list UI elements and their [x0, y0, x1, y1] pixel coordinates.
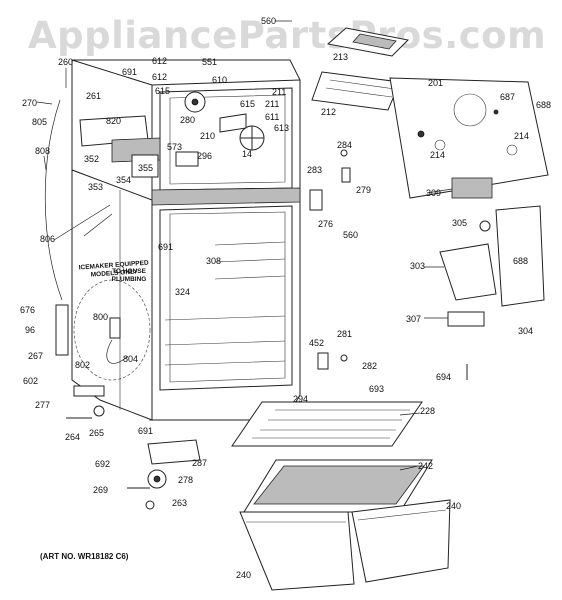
- part-label: 324: [175, 287, 191, 297]
- part-label: 688: [513, 256, 529, 266]
- part-label: 693: [369, 384, 385, 394]
- part-label: 242: [418, 461, 434, 471]
- rear-panel: [389, 77, 549, 199]
- part-label: 240: [446, 501, 462, 511]
- part-label: 611: [265, 112, 280, 122]
- part-label: 308: [206, 256, 222, 266]
- art-number: (ART NO. WR18182 C6): [40, 552, 129, 561]
- part-label: 676: [20, 305, 36, 315]
- part-label: 211: [265, 99, 280, 109]
- plumbing-note: TO HOUSE PLUMBING: [106, 268, 152, 283]
- part-label: 309: [426, 188, 442, 198]
- part-label: 96: [25, 325, 36, 335]
- part-label: 688: [536, 100, 552, 110]
- part-label: 452: [309, 338, 325, 348]
- part-label: 280: [180, 115, 196, 125]
- part-label: 303: [410, 261, 426, 271]
- part-label: 296: [197, 151, 213, 161]
- part-label: 820: [106, 116, 122, 126]
- part-label: 573: [167, 142, 183, 152]
- part-label: 279: [356, 185, 372, 195]
- part-label: 354: [116, 175, 132, 185]
- part-label: 282: [362, 361, 378, 371]
- part-label: 551: [202, 57, 218, 67]
- part-label: 240: [236, 570, 252, 580]
- part-label: 613: [274, 123, 290, 133]
- part-label: 602: [23, 376, 39, 386]
- part-label: 691: [122, 67, 138, 77]
- part-label: 283: [307, 165, 323, 175]
- part-label: 212: [321, 107, 337, 117]
- part-label: 560: [261, 16, 277, 26]
- part-label: 278: [178, 475, 194, 485]
- part-label: 294: [293, 394, 309, 404]
- part-label: 307: [406, 314, 422, 324]
- part-label: 264: [65, 432, 81, 442]
- part-label: 270: [22, 98, 38, 108]
- part-label: 352: [84, 154, 100, 164]
- part-label: 211: [272, 87, 287, 97]
- part-label: 560: [343, 230, 359, 240]
- part-label: 269: [93, 485, 109, 495]
- part-label: 261: [86, 91, 102, 101]
- part-label: 228: [420, 406, 436, 416]
- part-label: 284: [337, 140, 353, 150]
- part-label: 805: [32, 117, 48, 127]
- part-label: 265: [89, 428, 105, 438]
- part-label: 610: [212, 75, 228, 85]
- part-label: 260: [58, 57, 74, 67]
- part-label: 214: [430, 150, 446, 160]
- control-housing: [439, 177, 545, 327]
- hardware-small-parts: [55, 149, 468, 510]
- part-label: 615: [155, 86, 171, 96]
- part-label: 612: [152, 56, 168, 66]
- part-label: 213: [333, 52, 349, 62]
- top-cover-assembly: [311, 27, 410, 111]
- icemaker-assembly: [79, 115, 161, 178]
- part-label: 692: [95, 459, 111, 469]
- part-label: 214: [514, 131, 530, 141]
- part-label: 355: [138, 163, 154, 173]
- part-label: 694: [436, 372, 452, 382]
- plumbing-note-line2: PLUMBING: [111, 275, 147, 283]
- plumbing-note-line1: TO HOUSE: [112, 268, 146, 275]
- part-label: 808: [35, 146, 51, 156]
- part-label: 802: [75, 360, 91, 370]
- part-label: 691: [158, 242, 174, 252]
- part-label: 304: [518, 326, 534, 336]
- part-label: 281: [337, 329, 353, 339]
- part-label: 806: [40, 234, 56, 244]
- part-label: 276: [318, 219, 334, 229]
- part-label: 687: [500, 92, 516, 102]
- shelves: [231, 401, 433, 513]
- part-label: 201: [428, 78, 444, 88]
- part-label: 287: [192, 458, 208, 468]
- part-label: 263: [172, 498, 188, 508]
- part-label: 305: [452, 218, 468, 228]
- leader-lines: [36, 20, 453, 471]
- fan-motor-assembly: [175, 91, 265, 167]
- part-label: 804: [123, 354, 139, 364]
- crisper-drawers: [239, 499, 451, 591]
- water-supply-line: [44, 99, 151, 381]
- part-label: 691: [138, 426, 154, 436]
- part-label: 277: [35, 400, 51, 410]
- part-label: 210: [200, 131, 216, 141]
- part-label: 267: [28, 351, 44, 361]
- part-label: 800: [93, 312, 109, 322]
- part-label: 612: [152, 72, 168, 82]
- part-label: 615: [240, 99, 256, 109]
- part-label: 14: [242, 149, 253, 159]
- part-label: 353: [88, 182, 104, 192]
